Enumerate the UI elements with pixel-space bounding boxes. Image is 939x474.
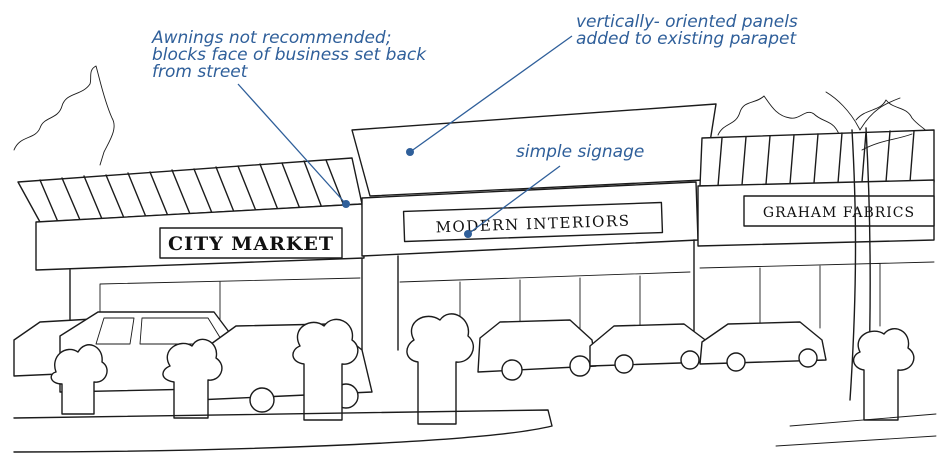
parapet-panels-right-lines — [717, 130, 915, 187]
leader-dot-awnings — [342, 200, 350, 208]
car-wheel — [501, 359, 523, 381]
sign-graham-fabrics: GRAHAM FABRICS — [763, 205, 915, 221]
annotation-awnings: Awnings not recommended; blocks face of … — [152, 28, 427, 82]
sign-city-market: CITY MARKET — [168, 233, 334, 255]
sign-board-left — [159, 227, 343, 259]
car-wheel — [614, 354, 634, 374]
leader-dot-panels — [406, 148, 414, 156]
car-wheel — [569, 355, 591, 377]
wall-center — [397, 239, 695, 351]
annotation-signage: simple signage — [516, 142, 645, 162]
background-tree-right-2 — [855, 99, 935, 143]
leader-dot-signage — [464, 230, 472, 238]
planter-curb — [13, 409, 553, 453]
car-wheel — [726, 352, 746, 372]
shrub — [292, 318, 359, 421]
shrub — [853, 328, 915, 421]
leader-awnings — [237, 83, 347, 205]
windows-center — [399, 271, 691, 341]
leader-signage — [467, 165, 561, 235]
tree-branches-right — [825, 91, 913, 151]
car-wheel — [798, 348, 818, 368]
sidewalk-right — [775, 413, 937, 447]
car-wheel — [249, 387, 275, 413]
sign-board-right — [743, 195, 935, 227]
car-mid-1 — [477, 319, 597, 373]
shrub — [406, 313, 474, 425]
annotation-panels: vertically- oriented panels added to exi… — [576, 12, 798, 49]
background-tree-right — [717, 95, 847, 151]
leader-panels — [409, 35, 573, 153]
background-tree-left — [13, 65, 115, 166]
shrub — [162, 338, 223, 419]
windows-right — [699, 261, 935, 331]
awning-left-stripes — [39, 159, 345, 223]
shrub — [50, 344, 108, 415]
car-wheel — [680, 350, 700, 370]
